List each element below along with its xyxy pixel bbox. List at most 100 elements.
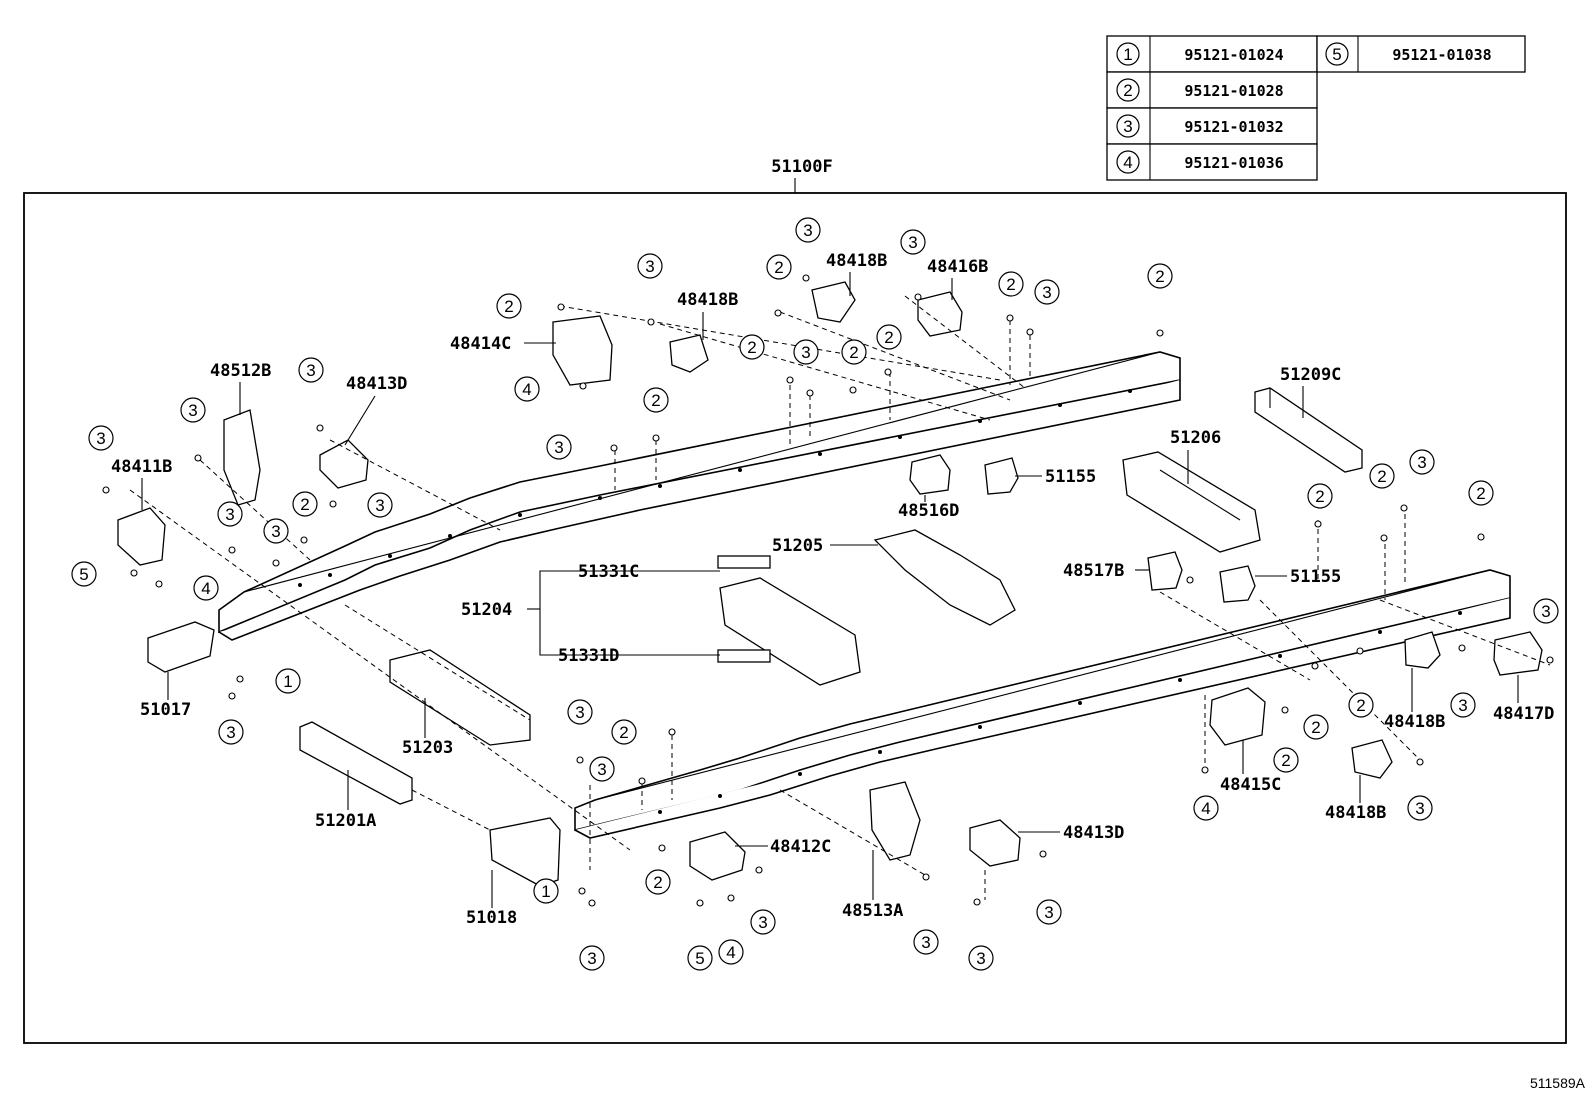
callout-number: 2 [1123, 81, 1132, 100]
bolt-icon [638, 777, 646, 785]
part-label: 48413D [1063, 823, 1124, 843]
part-label: 48516D [898, 501, 959, 521]
bolt-icon [774, 309, 782, 317]
bracket-48411B [117, 507, 166, 566]
callout-circle [217, 501, 243, 527]
callout-circle [218, 719, 244, 745]
callout-circle [579, 945, 605, 971]
callout-circle [876, 324, 902, 350]
bracket-48418B-top-left [669, 334, 709, 373]
callout-circle [193, 575, 219, 601]
part-label: 48417D [1493, 704, 1554, 724]
callout-circle [88, 425, 114, 451]
callout-number: 2 [1315, 487, 1324, 506]
callout-circle [1348, 692, 1374, 718]
bolt-table-row-5 [1316, 35, 1526, 73]
bolt-icon [1400, 504, 1408, 512]
bracket-51155-right [1219, 565, 1256, 603]
part-label: 48418B [677, 290, 738, 310]
callout-number: 2 [884, 328, 893, 347]
callout-circle [275, 668, 301, 694]
bolt-icon [557, 303, 565, 311]
callout-circle [739, 334, 765, 360]
crossmember-51203 [389, 649, 531, 746]
bolt-icon [610, 444, 618, 452]
callout-circle [292, 491, 318, 517]
part-label: 48415C [1220, 775, 1281, 795]
part-label: 51206 [1170, 428, 1221, 448]
bolt-icon [755, 866, 763, 874]
callout-number: 2 [747, 338, 756, 357]
callout-circle [589, 756, 615, 782]
bolt-icon [130, 569, 138, 577]
callout-number: 3 [801, 343, 810, 362]
bolt-icon [579, 382, 587, 390]
callout-number: 3 [758, 913, 767, 932]
callout-number: 3 [1458, 696, 1467, 715]
callout-number: 2 [1311, 718, 1320, 737]
callout-number: 3 [1417, 453, 1426, 472]
callout-number: 4 [1201, 799, 1210, 818]
bolt-icon [1156, 329, 1164, 337]
callout-circle [1036, 899, 1062, 925]
bolt-part-number: 95121-01028 [1184, 82, 1283, 100]
callout-number: 3 [554, 438, 563, 457]
bolt-icon [922, 873, 930, 881]
part-label: 48412C [770, 837, 831, 857]
callout-number: 3 [225, 505, 234, 524]
callout-circle [180, 397, 206, 423]
callout-number: 3 [597, 760, 606, 779]
part-label: 48413D [346, 374, 407, 394]
callout-circle [900, 229, 926, 255]
callout-circle [546, 434, 572, 460]
bolt-icon [1416, 758, 1424, 766]
bolt-icon [668, 728, 676, 736]
bolt-icon [1356, 647, 1364, 655]
callouts: 3 3 3 2 2 3 2 2 4 2 3 2 2 3 3 3 2 3 3 3 … [71, 217, 1559, 971]
bolt-icon [576, 756, 584, 764]
callout-circle [1450, 692, 1476, 718]
callout-number: 5 [79, 565, 88, 584]
callout-circle [514, 376, 540, 402]
callout-circle [1273, 747, 1299, 773]
callout-circle [645, 869, 671, 895]
callout-number: 4 [1123, 153, 1132, 172]
callout-number: 2 [653, 873, 662, 892]
part-label: 51155 [1290, 567, 1341, 587]
bracket-48517B [1147, 551, 1183, 591]
part-label: 48517B [1063, 561, 1124, 581]
part-label: 48414C [450, 334, 511, 354]
callout-number: 3 [271, 522, 280, 541]
bolt-table-row-2 [1106, 71, 1318, 109]
bolt-table-row-4 [1106, 143, 1318, 181]
callout-number: 3 [1415, 799, 1424, 818]
bracket-48413D-right [969, 819, 1021, 867]
callout-number: 5 [695, 949, 704, 968]
callout-number: 2 [1377, 467, 1386, 486]
part-label: 48418B [1384, 712, 1445, 732]
bolt-icon [1006, 314, 1014, 322]
callout-circle [998, 271, 1024, 297]
callout-circle [841, 339, 867, 365]
assembly-label: 51100F [771, 157, 832, 177]
callout-number: 2 [1476, 484, 1485, 503]
bolt-icon [588, 899, 596, 907]
bracket-48412C [689, 831, 746, 881]
callout-circle [1147, 263, 1173, 289]
callout-number: 2 [1155, 267, 1164, 286]
callout-circle [637, 253, 663, 279]
bracket-48416B [917, 291, 963, 337]
callout-circle [567, 699, 593, 725]
callout-number: 2 [504, 297, 513, 316]
callout-number: 3 [587, 949, 596, 968]
bolt-icon [1281, 706, 1289, 714]
callout-number: 3 [803, 221, 812, 240]
callout-circle [750, 909, 776, 935]
callout-circle [367, 492, 393, 518]
bolt-table: 1 95121-01024 2 95121-01028 3 95121-0103… [1106, 35, 1526, 181]
callout-number: 3 [96, 429, 105, 448]
drawing-reference: 511589A [1530, 1075, 1586, 1091]
callout-circle [71, 561, 97, 587]
callout-circle [533, 878, 559, 904]
